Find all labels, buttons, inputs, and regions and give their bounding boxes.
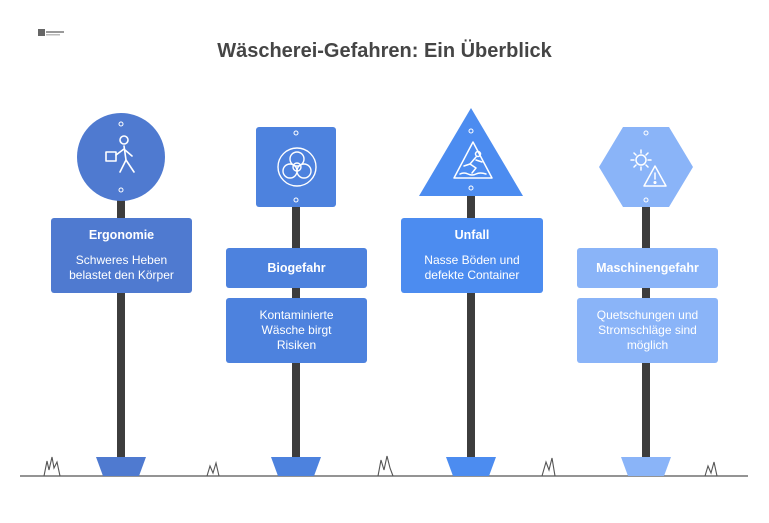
logo-icon <box>38 29 64 36</box>
ergonomie-base <box>96 457 146 476</box>
unfall-pole <box>467 170 475 460</box>
maschinengefahr-base <box>621 457 671 476</box>
biogefahr-bolt <box>293 130 299 136</box>
biogefahr-heading: Biogefahr <box>267 260 326 275</box>
biogefahr-bolt <box>293 197 299 203</box>
person-carrying-box-icon <box>105 135 135 173</box>
ergonomie-description: Schweres Heben belastet den Körper <box>69 253 174 282</box>
biogefahr-heading-panel: Biogefahr <box>226 248 367 288</box>
ergonomie-bolt <box>118 187 124 193</box>
unfall-bolt <box>468 185 474 191</box>
unfall-sign-head <box>419 108 523 196</box>
biogefahr-base <box>271 457 321 476</box>
unfall-heading: Unfall <box>454 228 490 242</box>
grass-tufts <box>43 455 718 477</box>
maschinengefahr-description-panel: Quetschungen und Stromschläge sind mögli… <box>577 298 718 363</box>
biohazard-icon <box>277 147 317 187</box>
biogefahr-description: Kontaminierte Wäsche birgt Risiken <box>259 308 334 352</box>
slippery-floor-icon <box>453 141 493 179</box>
ergonomie-bolt <box>118 121 124 127</box>
maschinengefahr-bolt <box>643 197 649 203</box>
biogefahr-description-panel: Kontaminierte Wäsche birgt Risiken <box>226 298 367 363</box>
maschinengefahr-bolt <box>643 130 649 136</box>
gear-warning-icon <box>630 149 667 187</box>
unfall-base <box>446 457 496 476</box>
ergonomie-panel: Ergonomie Schweres Heben belastet den Kö… <box>51 218 192 293</box>
unfall-description: Nasse Böden und defekte Container <box>424 253 520 282</box>
maschinengefahr-description: Quetschungen und Stromschläge sind mögli… <box>596 308 699 352</box>
maschinengefahr-sign-head <box>599 127 693 207</box>
maschinengefahr-heading: Maschinengefahr <box>596 260 699 275</box>
ergonomie-sign-head <box>77 113 165 201</box>
maschinengefahr-heading-panel: Maschinengefahr <box>577 248 718 288</box>
page-title: Wäscherei-Gefahren: Ein Überblick <box>217 40 552 62</box>
unfall-bolt <box>468 128 474 134</box>
unfall-panel: Unfall Nasse Böden und defekte Container <box>401 218 543 293</box>
ergonomie-pole <box>117 170 125 460</box>
ergonomie-heading: Ergonomie <box>88 228 155 242</box>
